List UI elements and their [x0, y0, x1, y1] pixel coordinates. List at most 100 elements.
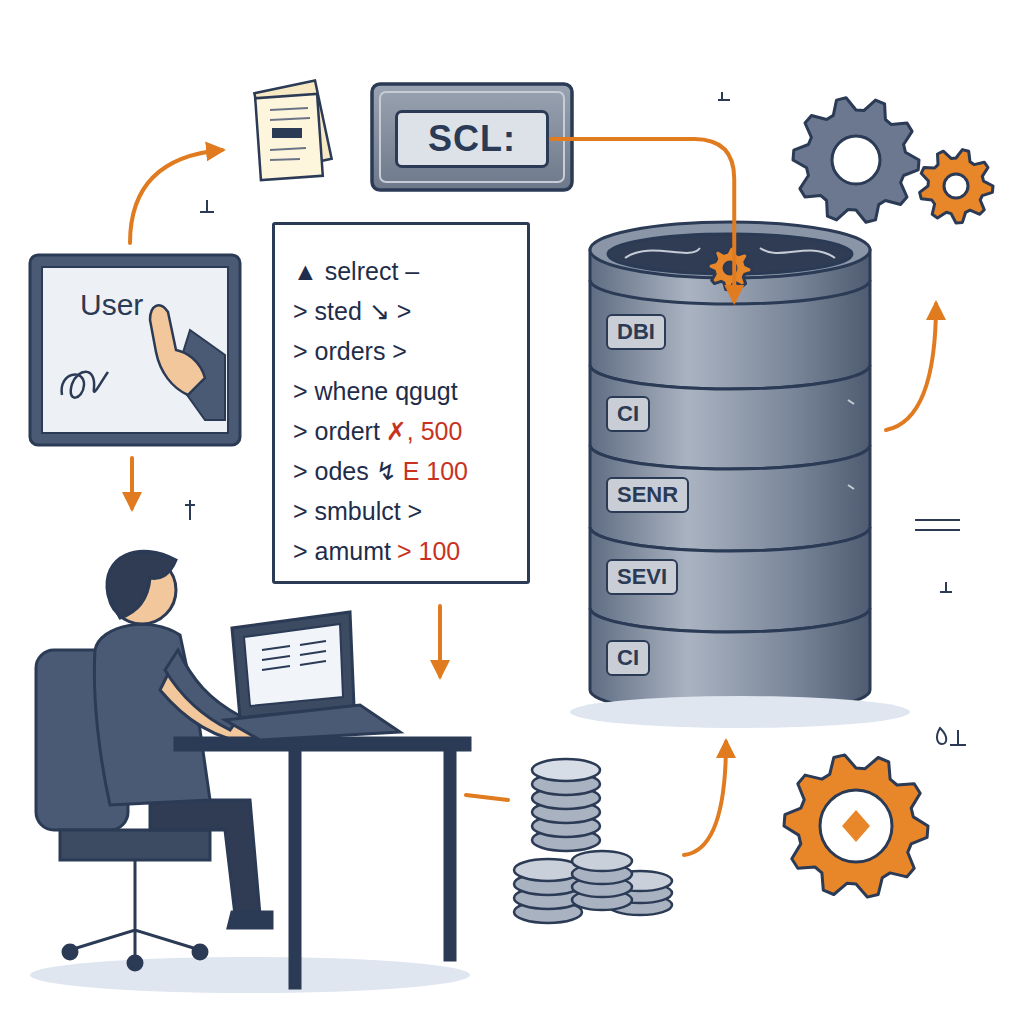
decor-marks-path	[940, 582, 952, 592]
node-text: > ordert	[293, 417, 380, 445]
flow-arrows	[130, 150, 936, 855]
code-line: > smbulct >	[293, 491, 513, 531]
code-line: > amumt> 100	[293, 531, 513, 571]
node-text: > 100	[397, 537, 460, 565]
sql-panel-frame-rect	[380, 92, 564, 182]
code-line: > whene qgugt	[293, 371, 513, 411]
decor-marks-path	[200, 200, 214, 212]
node-text: ✗, 500	[386, 417, 463, 445]
database-cylinder-path	[848, 400, 854, 489]
coin-stacks	[514, 759, 672, 923]
db-segment: CI	[598, 629, 860, 687]
flow-arrows-path	[466, 795, 508, 800]
decor-marks-path	[937, 728, 946, 744]
database-cylinder-path	[590, 527, 870, 632]
person-at-desk-path	[70, 860, 200, 960]
sql-panel-frame-rect	[372, 84, 572, 190]
document-icon-rect	[272, 128, 302, 138]
user-screen-rect	[42, 267, 228, 433]
gear-icons-circle	[820, 790, 892, 862]
node-text: E 100	[403, 457, 468, 485]
floor-shadow	[570, 696, 910, 728]
person-at-desk	[30, 551, 470, 993]
node-text: > orders >	[293, 337, 407, 365]
gear-icons-path	[793, 98, 919, 222]
gear-icons-path	[842, 810, 870, 842]
node-text: SENR	[606, 477, 689, 513]
db-segment: CI	[598, 386, 860, 442]
code-line: > odes ↯E 100	[293, 451, 513, 491]
person-at-desk-path	[225, 705, 400, 740]
user-screen-rect	[30, 255, 240, 445]
user-screen	[30, 255, 240, 445]
decor-marks-path	[950, 730, 966, 745]
db-segment: DBI	[598, 303, 860, 361]
node-text: > sted ↘ >	[293, 297, 411, 325]
node-text: > whene qgugt	[293, 377, 458, 405]
flow-arrows-path	[130, 458, 134, 508]
person-at-desk-circle	[128, 956, 142, 970]
database-cylinder-path	[590, 365, 870, 469]
gear-icons-path	[708, 246, 752, 290]
document-icon-rect	[255, 94, 323, 180]
node-text: CI	[606, 640, 650, 676]
gear-icons-path	[920, 150, 993, 223]
node-text: ▲ selrect –	[293, 257, 419, 285]
person-at-desk-path	[165, 650, 240, 730]
node-text: DBI	[606, 314, 666, 350]
code-line: ▲ selrect –	[293, 251, 513, 291]
person-at-desk-path	[107, 551, 176, 618]
coin-stacks-ellipse	[572, 851, 632, 871]
document-icon-path	[270, 108, 310, 160]
person-at-desk-path	[228, 912, 272, 928]
person-at-desk-circle	[63, 945, 77, 959]
decor-marks-path	[185, 500, 195, 520]
user-screen-path	[150, 305, 205, 395]
person-at-desk-rect	[445, 750, 455, 960]
node-text: CI	[606, 396, 650, 432]
node-text: SEVI	[606, 559, 678, 595]
db-segment: SEVI	[598, 548, 860, 605]
person-at-desk-path	[60, 830, 210, 860]
person-at-desk-circle	[193, 945, 207, 959]
code-line: > sted ↘ >	[293, 291, 513, 331]
decor-marks-path	[915, 520, 960, 530]
gear-icons-circle	[944, 174, 968, 198]
person-at-desk-path	[232, 612, 354, 718]
decor-marks	[185, 92, 966, 745]
node-text: SCL:	[428, 118, 516, 160]
node-text: > smbulct >	[293, 497, 422, 525]
person-at-desk-rect	[175, 738, 470, 750]
person-at-desk-ellipse	[30, 957, 470, 993]
gear-icons-path	[784, 755, 928, 897]
flow-arrows-path	[130, 150, 222, 243]
gear-icons	[708, 98, 993, 897]
person-at-desk-rect	[290, 750, 300, 988]
decor-marks-path	[718, 92, 730, 100]
flow-arrows-path	[886, 304, 936, 430]
document-icon	[254, 80, 331, 180]
database-cylinder-path	[590, 280, 870, 389]
flow-connector	[551, 139, 734, 301]
database-cylinder-path	[590, 445, 870, 551]
user-screen-path	[62, 372, 108, 398]
person-at-desk-path	[262, 641, 326, 670]
person-at-desk-path	[244, 624, 343, 706]
query-panel: ▲ selrect – > sted ↘ > > orders > > whene q…	[272, 222, 530, 584]
user-screen-label: User	[80, 288, 170, 328]
node-text: > amumt	[293, 537, 391, 565]
gear-icons-circle	[832, 136, 880, 184]
person-at-desk-path	[150, 800, 260, 915]
node-text: > odes ↯	[293, 457, 397, 485]
flow-arrows-path	[438, 606, 442, 676]
coin-stacks-ellipse	[532, 759, 600, 781]
sql-panel: SCL:	[395, 110, 549, 168]
flow-arrows-path	[684, 742, 726, 855]
code-line: > ordert✗, 500	[293, 411, 513, 451]
database-cylinder	[590, 222, 870, 714]
node-text: User	[80, 288, 143, 321]
code-line: > orders >	[293, 331, 513, 371]
sql-panel-frame	[372, 84, 572, 190]
